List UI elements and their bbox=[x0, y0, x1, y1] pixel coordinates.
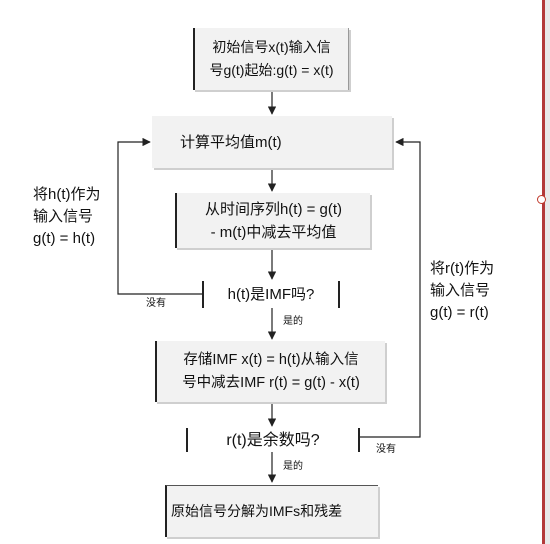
node-subtract-line1: 从时间序列h(t) = g(t) bbox=[204, 200, 343, 218]
node-store-line1: 存储IMF x(t) = h(t)从输入信 bbox=[183, 351, 359, 368]
node-is-imf: h(t)是IMF吗? bbox=[202, 281, 340, 308]
side-label-left: 将h(t)作为 输入信号 g(t) = h(t) bbox=[33, 184, 101, 250]
node-start-line2: 号g(t)起始:g(t) = x(t) bbox=[209, 62, 334, 78]
node-start-line1: 初始信号x(t)输入信 bbox=[212, 39, 331, 55]
node-end: 原始信号分解为IMFs和残差 bbox=[165, 485, 378, 537]
side-label-right: 将r(t)作为 输入信号 g(t) = r(t) bbox=[430, 258, 494, 324]
node-store: 存储IMF x(t) = h(t)从输入信 号中减去IMF r(t) = g(t… bbox=[155, 341, 385, 402]
side-label-left-line1: 将h(t)作为 bbox=[33, 186, 101, 203]
loop-no-imf bbox=[117, 137, 202, 295]
node-end-label: 原始信号分解为IMFs和残差 bbox=[171, 503, 343, 519]
side-label-right-line3: g(t) = r(t) bbox=[430, 304, 489, 321]
node-is-residual: r(t)是余数吗? bbox=[186, 428, 360, 452]
side-label-left-line3: g(t) = h(t) bbox=[33, 230, 96, 247]
edge-label-no-left: 没有 bbox=[146, 298, 166, 309]
node-subtract: 从时间序列h(t) = g(t) - m(t)中减去平均值 bbox=[175, 193, 370, 248]
node-start: 初始信号x(t)输入信 号g(t)起始:g(t) = x(t) bbox=[193, 28, 349, 90]
window-margin bbox=[545, 0, 550, 544]
edge-label-yes-1: 是的 bbox=[283, 316, 303, 327]
edge-label-yes-2: 是的 bbox=[283, 461, 303, 472]
side-label-left-line2: 输入信号 bbox=[33, 208, 94, 225]
node-subtract-line2: - m(t)中减去平均值 bbox=[210, 223, 337, 241]
side-label-right-line2: 输入信号 bbox=[430, 282, 491, 299]
node-is-imf-label: h(t)是IMF吗? bbox=[227, 286, 315, 303]
node-store-line2: 号中减去IMF r(t) = g(t) - x(t) bbox=[182, 374, 360, 391]
side-label-right-line1: 将r(t)作为 bbox=[430, 260, 495, 277]
loop-no-residual bbox=[360, 137, 421, 438]
edge-label-no-right: 没有 bbox=[376, 444, 396, 455]
resize-handle[interactable] bbox=[537, 195, 546, 204]
node-is-residual-label: r(t)是余数吗? bbox=[226, 431, 320, 449]
window-border bbox=[542, 0, 545, 544]
node-mean-label: 计算平均值m(t) bbox=[180, 133, 282, 151]
node-mean: 计算平均值m(t) bbox=[152, 116, 392, 168]
